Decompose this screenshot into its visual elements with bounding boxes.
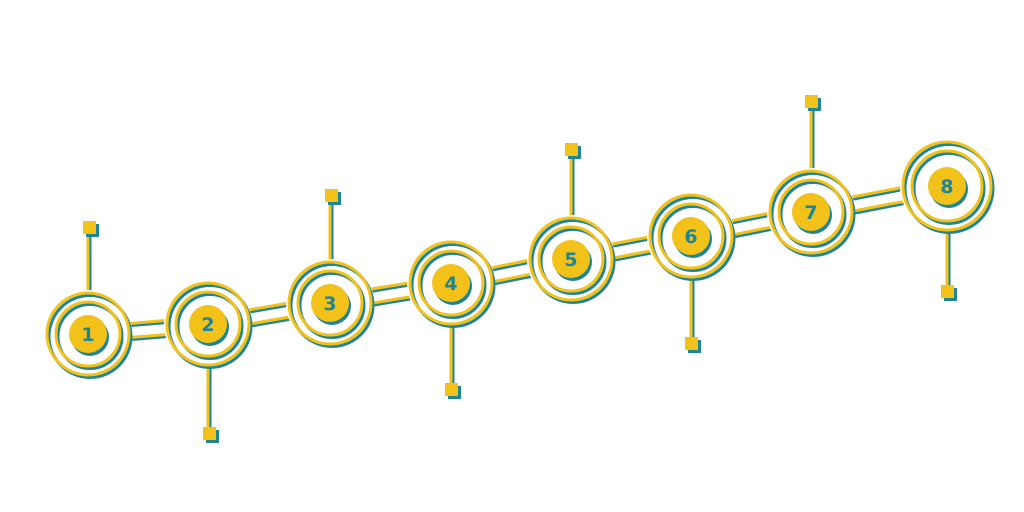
node-ring-shadow [56, 303, 124, 370]
marker-square [325, 189, 338, 202]
node-ring [648, 193, 734, 279]
marker-square [685, 337, 698, 350]
node-ring [910, 149, 984, 223]
node-ring [537, 225, 605, 293]
node-ring-shadow [47, 294, 133, 379]
node-disc [69, 315, 107, 353]
node-ring [45, 291, 131, 377]
node-ring-shadow [770, 172, 856, 257]
node-ring [528, 216, 614, 302]
node-disc [552, 240, 590, 278]
marker-square [203, 427, 216, 440]
node-ring-shadow [912, 152, 986, 225]
node-ring [417, 249, 485, 317]
node-ring [174, 290, 242, 358]
node-ring-shadow [289, 263, 375, 348]
node-ring-shadow [176, 293, 244, 360]
node-ring-shadow [419, 252, 487, 319]
marker-square [83, 221, 96, 234]
step-number-label: 7 [804, 202, 817, 224]
node-ring-shadow [167, 284, 253, 369]
step-number-label: 4 [444, 273, 457, 295]
node-ring [408, 240, 494, 326]
step-number-label: 5 [564, 249, 577, 271]
node-ring-shadow [539, 228, 607, 295]
node-disc [792, 193, 830, 231]
step-number-label: 2 [201, 314, 214, 336]
node-ring [768, 169, 854, 255]
node-ring-shadow [779, 181, 847, 248]
marker-square [805, 95, 818, 108]
step-number-label: 3 [323, 293, 336, 315]
node-ring-shadow [659, 205, 727, 272]
marker-square [941, 285, 954, 298]
node-ring [777, 178, 845, 246]
step-number-label: 8 [940, 176, 953, 198]
node-ring [657, 202, 725, 270]
node-ring [165, 281, 251, 367]
node-ring [296, 269, 364, 337]
node-ring-shadow [650, 196, 736, 281]
marker-square [445, 383, 458, 396]
node-disc [432, 264, 470, 302]
node-disc [189, 305, 227, 343]
node-disc [928, 167, 966, 205]
node-disc [672, 217, 710, 255]
step-number-label: 6 [684, 226, 697, 248]
node-ring-shadow [410, 243, 496, 328]
node-ring-shadow [298, 272, 366, 339]
node-disc [311, 284, 349, 322]
node-ring [901, 140, 993, 232]
node-ring [287, 260, 373, 346]
node-ring [54, 300, 122, 368]
node-ring-shadow [530, 219, 616, 304]
node-ring-shadow [903, 143, 995, 234]
marker-square [565, 143, 578, 156]
node-layer: 1 2 3 4 5 6 7 8 [44, 95, 995, 443]
step-number-label: 1 [81, 324, 94, 346]
